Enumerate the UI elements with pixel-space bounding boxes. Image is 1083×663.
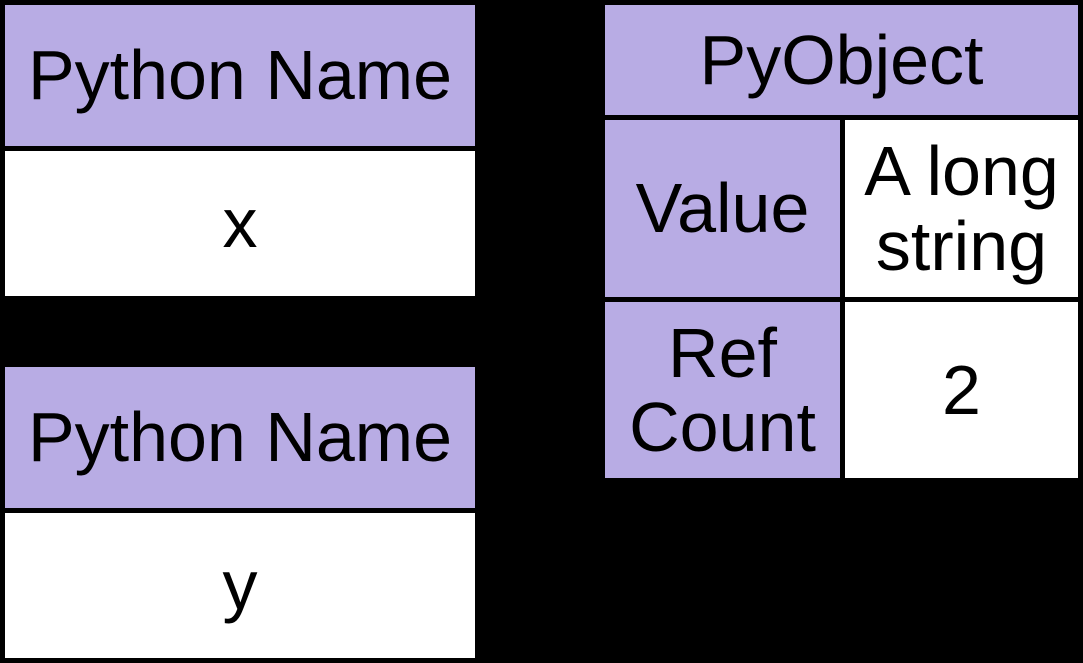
pyobject-title: PyObject	[605, 5, 1078, 115]
python-name-header-x: Python Name	[5, 5, 475, 146]
pyobject-refcount-cell: 2	[845, 302, 1078, 478]
pyobject-value-cell: A long string	[845, 120, 1078, 297]
pyobject-refcount-label: Ref Count	[605, 302, 840, 478]
python-name-header-y: Python Name	[5, 367, 475, 508]
pyobject-table: PyObject Value A long string Ref Count 2	[600, 0, 1083, 483]
pyobject-value-label: Value	[605, 120, 840, 297]
python-name-table-y: Python Name y	[0, 362, 480, 663]
python-name-value-x: x	[5, 151, 475, 296]
python-name-table-x: Python Name x	[0, 0, 480, 301]
python-name-value-y: y	[5, 513, 475, 658]
